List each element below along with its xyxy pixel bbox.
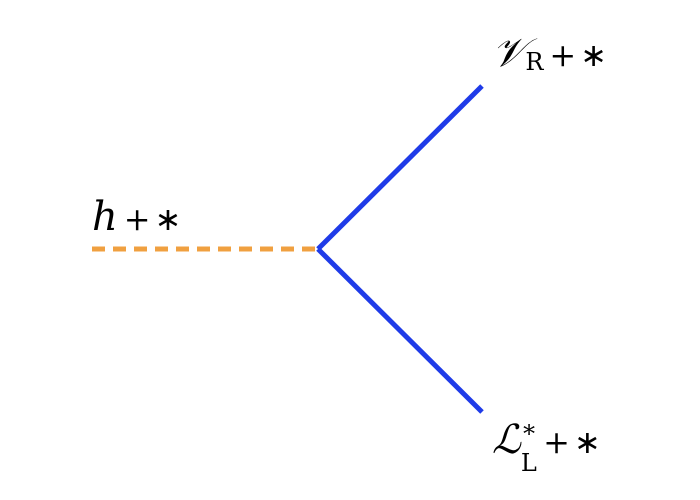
- label-bottom-superscript: ∗: [520, 414, 538, 443]
- label-top-subscript: R: [525, 48, 544, 77]
- label-outgoing-top: 𝒱R+∗: [492, 30, 608, 77]
- label-top-symbol: 𝒱: [492, 30, 526, 76]
- label-incoming-plus: +: [123, 200, 151, 238]
- label-outgoing-bottom: ℒ∗L+∗: [492, 414, 601, 477]
- outgoing-line-top: [316, 84, 484, 251]
- label-bottom-symbol: ℒ: [492, 417, 521, 463]
- label-incoming: h+∗: [92, 197, 181, 237]
- label-incoming-symbol: h: [92, 194, 118, 240]
- label-bottom-plus: +: [543, 423, 570, 461]
- label-incoming-star: ∗: [154, 200, 182, 238]
- outgoing-line-bottom: [316, 247, 484, 414]
- label-top-star: ∗: [580, 36, 608, 74]
- label-top-plus: +: [549, 36, 577, 74]
- label-bottom-star: ∗: [573, 423, 601, 461]
- label-bottom-subscript: L: [520, 448, 537, 477]
